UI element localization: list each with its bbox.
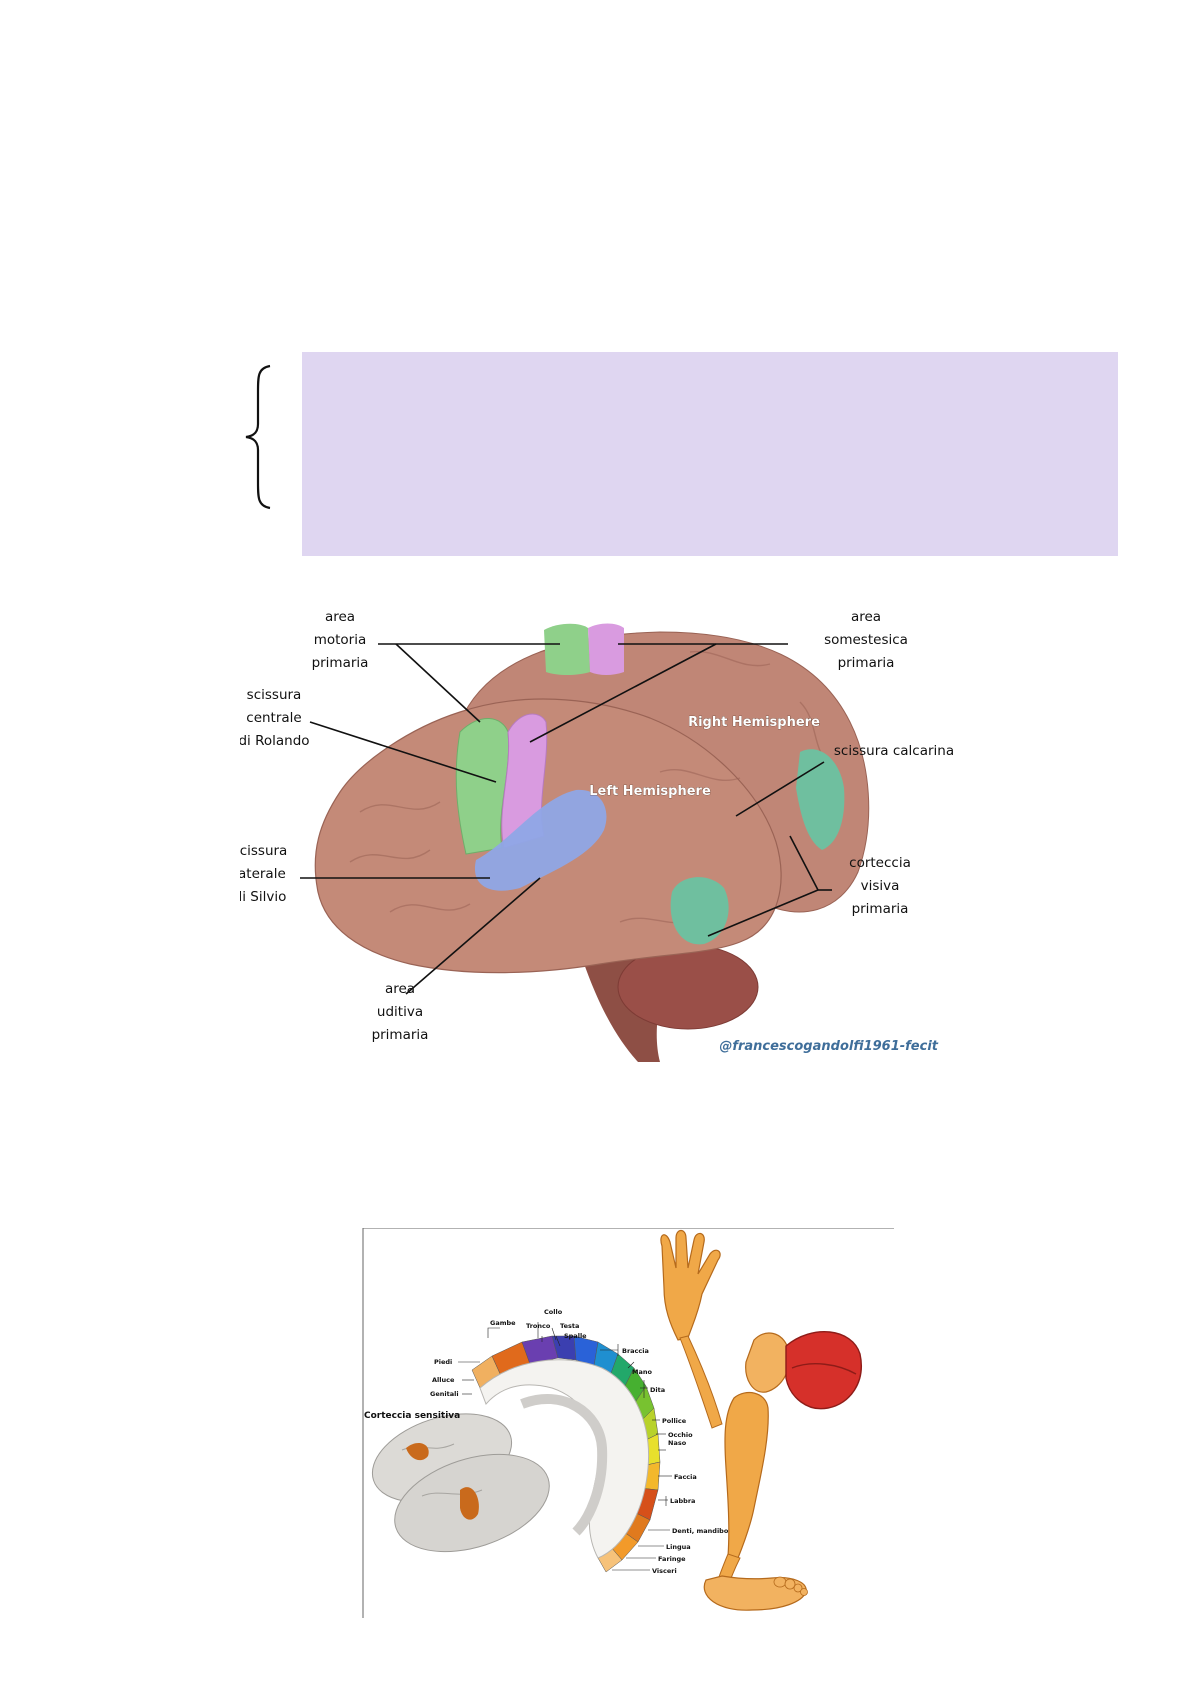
label-faccia: Faccia xyxy=(674,1473,697,1481)
label-tronco: Tronco xyxy=(526,1322,551,1330)
label-motor-1: area xyxy=(325,609,355,625)
label-visceri: Visceri xyxy=(652,1567,677,1575)
label-collo: Collo xyxy=(544,1308,563,1316)
label-silvio-2: laterale xyxy=(240,866,286,882)
auditory-area xyxy=(474,789,607,891)
label-gambe: Gambe xyxy=(490,1319,516,1327)
label-right-hemisphere: Right Hemisphere xyxy=(688,715,820,730)
homunculus-figure: Gambe Collo Tronco Testa Spalle Braccia … xyxy=(362,1228,894,1618)
label-rolando-3: di Rolando xyxy=(240,733,310,749)
label-uditiva-1: area xyxy=(385,981,415,997)
label-rolando-2: centrale xyxy=(246,710,301,726)
label-occhio: Occhio xyxy=(668,1431,693,1439)
label-labbra: Labbra xyxy=(670,1497,695,1505)
label-corteccia-sensitiva: Corteccia sensitiva xyxy=(364,1411,460,1421)
label-faringe: Faringe xyxy=(658,1555,686,1563)
label-somato-1: area xyxy=(851,609,881,625)
label-mano: Mano xyxy=(632,1368,652,1376)
label-visiva-1: corteccia xyxy=(849,855,911,871)
label-braccia: Braccia xyxy=(622,1347,649,1355)
label-testa: Testa xyxy=(560,1322,579,1330)
brain-illustrations xyxy=(371,1413,550,1553)
motor-strip-right xyxy=(544,623,590,675)
label-motor-2: motoria xyxy=(314,632,367,648)
label-somato-3: primaria xyxy=(838,655,895,671)
label-spalle: Spalle xyxy=(564,1332,587,1340)
label-dita: Dita xyxy=(650,1386,665,1394)
brain-lateral-figure: area motoria primaria area somestesica p… xyxy=(240,609,954,1062)
label-somato-2: somestesica xyxy=(824,632,908,648)
label-uditiva-3: primaria xyxy=(372,1027,429,1043)
label-lingua: Lingua xyxy=(666,1543,691,1551)
label-calcarina: scissura calcarina xyxy=(834,743,954,759)
motor-strip-left xyxy=(455,718,510,855)
label-uditiva-2: uditiva xyxy=(377,1004,423,1020)
label-silvio-3: di Silvio xyxy=(240,889,286,905)
label-alluce: Alluce xyxy=(432,1376,455,1384)
label-denti: Denti, mandibola xyxy=(672,1527,735,1535)
homunculus-illustration xyxy=(660,1229,862,1611)
label-piedi: Piedi xyxy=(434,1358,452,1366)
label-pollice: Pollice xyxy=(662,1417,687,1425)
label-genitali: Genitali xyxy=(430,1390,459,1398)
visual-area-right xyxy=(796,749,845,850)
curly-brace-icon xyxy=(245,364,271,510)
label-silvio-1: scissura xyxy=(240,843,287,859)
credit-watermark: @francescogandolfi1961-fecit xyxy=(719,1039,938,1054)
label-naso: Naso xyxy=(668,1439,687,1447)
visual-area-left xyxy=(670,877,729,945)
label-visiva-3: primaria xyxy=(852,901,909,917)
highlight-box xyxy=(302,352,1118,556)
label-rolando-1: scissura xyxy=(247,687,302,703)
somato-strip-right xyxy=(588,623,624,675)
label-motor-3: primaria xyxy=(312,655,369,671)
label-visiva-2: visiva xyxy=(861,878,900,894)
label-left-hemisphere: Left Hemisphere xyxy=(589,784,711,799)
